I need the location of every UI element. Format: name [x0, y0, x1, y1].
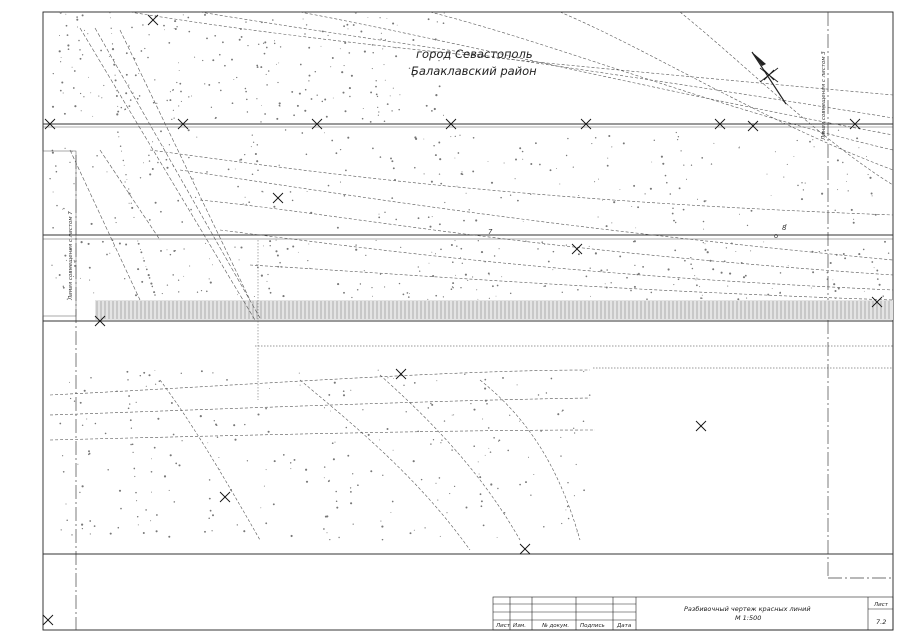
- grid-crosses: [42, 14, 883, 626]
- road-band: [95, 300, 893, 320]
- left-box: [42, 150, 77, 317]
- contour-line: [159, 379, 261, 541]
- grid-cross-icon: [849, 118, 861, 130]
- tb-col-doc: № докум.: [541, 623, 569, 629]
- grid-cross-icon: [695, 420, 707, 432]
- red-lines: [43, 123, 893, 555]
- tb-col-list: Лист: [495, 623, 511, 629]
- contour-line: [129, 11, 894, 96]
- north-arrow-icon: [751, 51, 787, 105]
- grid-cross-icon: [714, 118, 726, 130]
- sheet-label: Лист: [873, 602, 889, 608]
- terrain-contours: [49, 11, 894, 551]
- grid-cross-icon: [94, 315, 106, 327]
- grid-cross-icon: [395, 368, 407, 380]
- contour-line: [379, 374, 521, 541]
- survey-points: [49, 11, 890, 541]
- contour-line: [679, 11, 894, 186]
- contour-line: [559, 11, 894, 171]
- contour-line: [429, 11, 894, 151]
- tb-col-date: Дата: [616, 623, 632, 629]
- grid-cross-icon: [571, 243, 583, 255]
- tb-col-izm: Изм.: [513, 623, 526, 629]
- drawing-title: Разбивочный чертеж красных линий: [684, 605, 811, 613]
- grid-cross-icon: [272, 192, 284, 204]
- contour-line: [299, 11, 894, 136]
- contour-line: [199, 199, 894, 276]
- contour-line: [179, 169, 894, 261]
- grid-cross-icon: [445, 118, 457, 130]
- contour-line: [479, 379, 581, 541]
- drawing-scale: М 1:500: [735, 614, 761, 622]
- contour-line: [49, 429, 596, 441]
- mark-point: [774, 234, 778, 238]
- side-note-right: Линия совмещения с листом 3: [821, 51, 827, 141]
- tb-col-sign: Подпись: [580, 623, 605, 629]
- contour-line: [249, 264, 894, 301]
- city-title: город Севастополь: [416, 47, 533, 61]
- grid-cross-icon: [747, 120, 759, 132]
- title-block: [492, 596, 894, 631]
- grid-cross-icon: [871, 296, 883, 308]
- grid-cross-icon: [580, 118, 592, 130]
- contour-line: [299, 379, 471, 551]
- contour-line: [149, 149, 894, 216]
- district-title: Балаклавский район: [411, 64, 537, 78]
- grid-cross-icon: [147, 14, 159, 26]
- grid-cross-icon: [519, 543, 531, 555]
- street-diagonals: [69, 27, 261, 321]
- contour-line: [49, 397, 591, 416]
- grid-cross-icon: [42, 614, 54, 626]
- contour-line: [49, 369, 591, 396]
- side-note-left: Линия совмещения с листом 7: [68, 211, 74, 301]
- grid-cross-icon: [219, 491, 231, 503]
- grid-cross-icon: [177, 118, 189, 130]
- road-hatching: [96, 301, 890, 319]
- contour-line: [219, 229, 894, 291]
- contour-line: [199, 11, 894, 119]
- grid-cross-icon: [44, 118, 56, 130]
- mark-label: 8: [782, 224, 787, 232]
- mark-label: 7: [488, 228, 493, 236]
- sheet-number: 7.2: [876, 618, 886, 626]
- grid-cross-icon: [311, 118, 323, 130]
